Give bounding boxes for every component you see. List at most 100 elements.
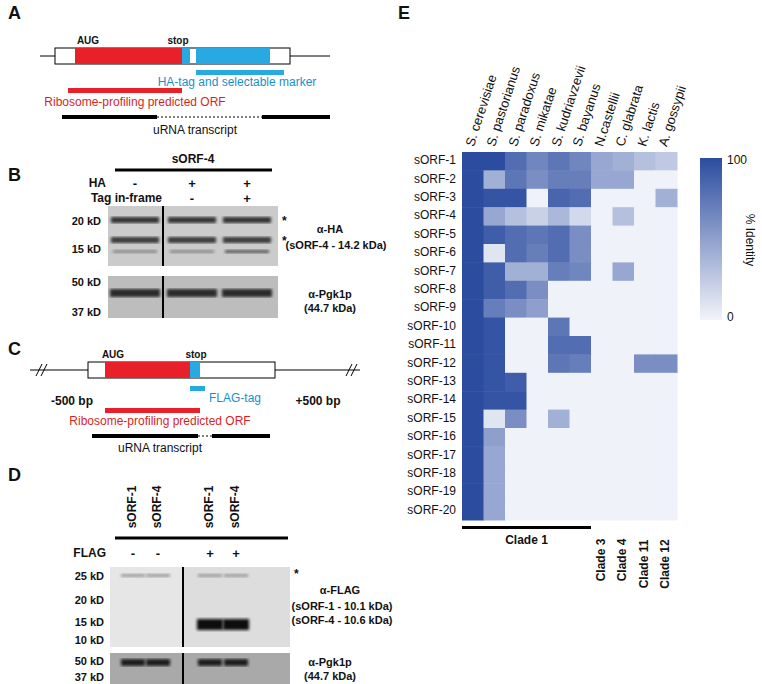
heatmap-cell (591, 483, 613, 502)
heatmap-cell (591, 281, 613, 300)
heatmap-cell (548, 152, 570, 171)
heatmap-cell (656, 354, 678, 373)
heatmap-cell (613, 281, 635, 300)
heatmap-cell (634, 299, 656, 318)
heatmap-cell (591, 465, 613, 484)
heatmap-cell (484, 299, 506, 318)
heatmap-cell (656, 410, 678, 429)
western-blot (108, 206, 278, 266)
heatmap-cell (484, 281, 506, 300)
heatmap-cell (570, 299, 592, 318)
heatmap-cell (484, 354, 506, 373)
heatmap-cell (591, 152, 613, 171)
site-label: AUG (77, 35, 99, 46)
blot-annotation: (sORF-4 - 14.2 kDa) (286, 239, 387, 251)
heatmap-cell (634, 336, 656, 355)
heatmap-cell (570, 502, 592, 521)
heatmap-cell (656, 318, 678, 337)
clade-label: Clade 4 (617, 539, 630, 582)
heatmap-cell (570, 281, 592, 300)
tag-bar (190, 386, 205, 391)
transcript-dotted (198, 436, 212, 437)
heatmap-cell (591, 428, 613, 447)
heatmap-cell (656, 262, 678, 281)
heatmap-cell (656, 502, 678, 521)
heatmap-cell (462, 152, 484, 171)
heatmap-cell (527, 226, 549, 245)
heatmap-cell (591, 262, 613, 281)
lane-label: HA (89, 177, 106, 190)
heatmap-cell (505, 299, 527, 318)
heatmap-cell (656, 428, 678, 447)
heatmap-cell (527, 446, 549, 465)
heatmap-cell (548, 170, 570, 189)
heatmap-cell (462, 189, 484, 208)
heatmap-cell (484, 428, 506, 447)
heatmap-cell (527, 391, 549, 410)
heatmap-cell (484, 262, 506, 281)
axis-label: uRNA transcript (153, 124, 237, 137)
blot-band (168, 217, 216, 223)
heatmap-cell (548, 483, 570, 502)
panel-letter: C (8, 340, 21, 360)
heatmap-cell (656, 373, 678, 392)
blot-annotation: α-Pgk1p (308, 288, 351, 300)
tag-label: HA-tag and selectable marker (158, 76, 317, 89)
heatmap-cell (462, 446, 484, 465)
blot-band (225, 250, 269, 253)
heatmap-cell (527, 336, 549, 355)
heatmap-cell (548, 465, 570, 484)
heatmap-cell (656, 336, 678, 355)
blot-annotation: 15 kD (75, 616, 104, 628)
heatmap-cell (527, 502, 549, 521)
heatmap-cell (505, 262, 527, 281)
row-label: sORF-12 (407, 357, 456, 370)
heatmap-cell (591, 299, 613, 318)
blot-band (146, 574, 170, 577)
blot-annotation: 50 kD (72, 276, 101, 288)
heatmap-cell (505, 318, 527, 337)
gene-box (55, 48, 290, 64)
transcript-bar (62, 115, 157, 119)
break-mark (36, 364, 42, 376)
orf-region (75, 48, 182, 64)
heatmap-cell (527, 373, 549, 392)
heatmap-cell (462, 262, 484, 281)
heatmap-cell (570, 318, 592, 337)
heatmap-cell (634, 170, 656, 189)
blot-divider (182, 567, 184, 647)
blot-band (121, 659, 145, 666)
heatmap-cell (505, 336, 527, 355)
lane-bracket (115, 169, 272, 172)
heatmap-cell (634, 152, 656, 171)
heatmap-cell (634, 483, 656, 502)
heatmap-cell (527, 189, 549, 208)
lane-sign: - (156, 547, 160, 561)
heatmap-cell (462, 244, 484, 263)
heatmap-cell (505, 502, 527, 521)
heatmap-cell (591, 170, 613, 189)
heatmap-cell (613, 262, 635, 281)
blot-annotation: 20 kD (75, 594, 104, 606)
orf-bar (105, 408, 200, 413)
heatmap-cell (462, 170, 484, 189)
heatmap-cell (462, 299, 484, 318)
heatmap-cell (505, 391, 527, 410)
heatmap-cell (613, 336, 635, 355)
orf-label: Ribosome-profiling predicted ORF (69, 415, 250, 428)
heatmap-cell (484, 373, 506, 392)
heatmap-cell (505, 446, 527, 465)
heatmap-cell (634, 318, 656, 337)
heatmap-cell (484, 502, 506, 521)
heatmap-cell (527, 428, 549, 447)
axis-label: % Identity (742, 214, 755, 267)
blot-band (110, 289, 160, 297)
break-mark (351, 364, 357, 376)
blot-annotation: (sORF-4 - 10.6 kDa) (292, 614, 393, 626)
row-label: sORF-4 (414, 210, 456, 223)
heatmap-cell (548, 428, 570, 447)
heatmap-cell (656, 391, 678, 410)
heatmap-cell (484, 483, 506, 502)
heatmap-cell (548, 502, 570, 521)
